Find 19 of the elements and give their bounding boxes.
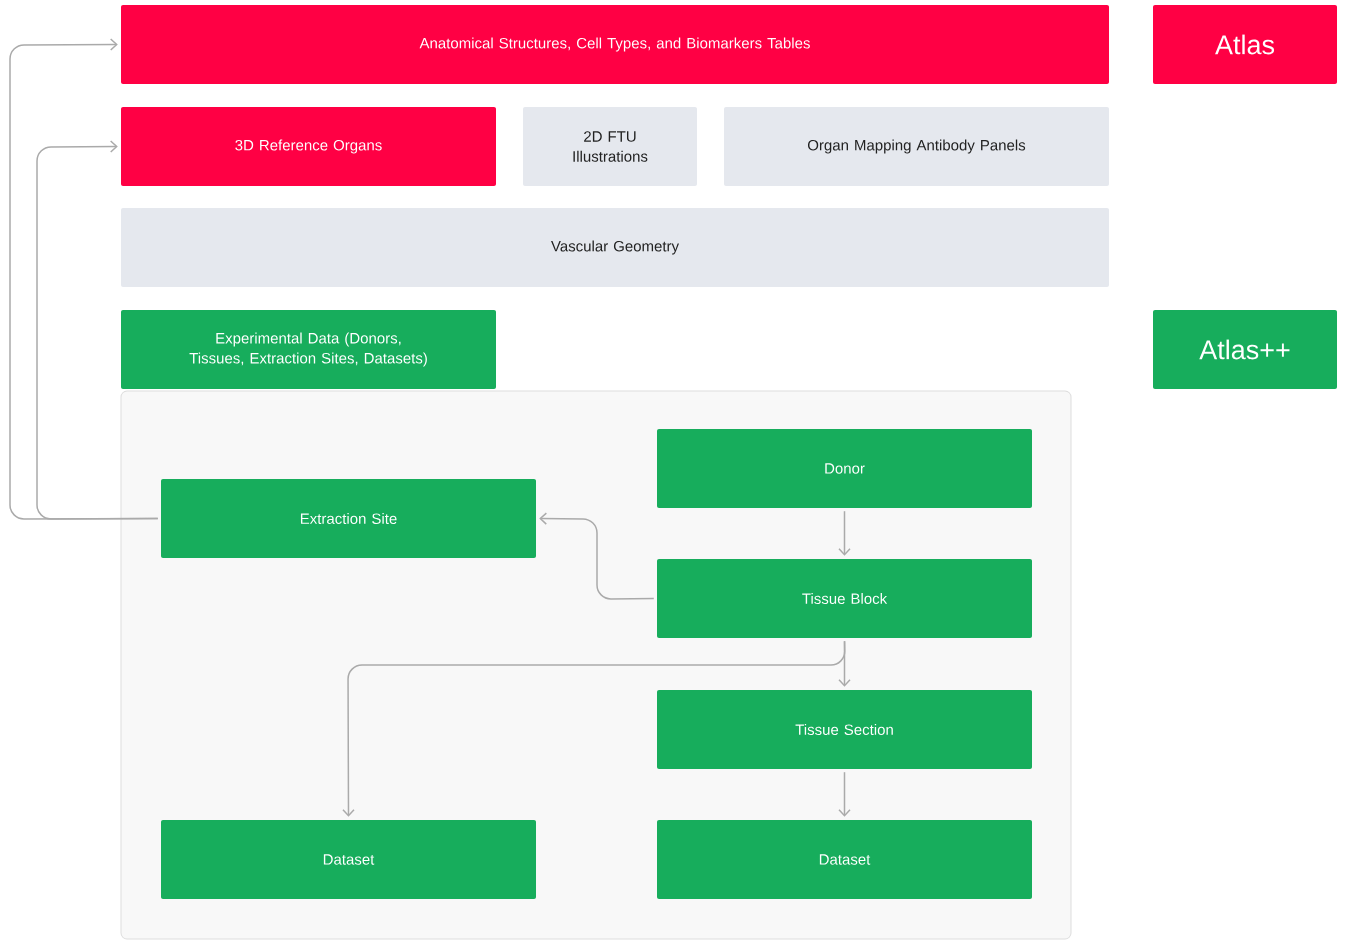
process-box: Dataset (657, 820, 1032, 899)
process-box: Dataset (161, 820, 536, 899)
process-box: Donor (657, 429, 1032, 508)
category-box: Vascular Geometry (121, 208, 1109, 287)
process-box: Tissue Section (657, 690, 1032, 769)
arrow (539, 512, 655, 600)
category-box: Experimental Data (Donors, Tissues, Extraction Sites, Datasets) (121, 310, 496, 389)
category-box: 2D FTU Illustrations (523, 107, 697, 186)
arrow (342, 640, 846, 817)
arrow (838, 771, 851, 817)
category-box: Atlas (1153, 5, 1337, 84)
category-box: Organ Mapping Antibody Panels (724, 107, 1109, 186)
category-box: Anatomical Structures, Cell Types, and Biomarkers Tables (121, 5, 1109, 84)
process-box: Tissue Block (657, 559, 1032, 638)
arrow (838, 510, 851, 556)
category-box: Atlas++ (1153, 310, 1337, 389)
arrow (36, 140, 159, 520)
category-box: 3D Reference Organs (121, 107, 496, 186)
process-box: Extraction Site (161, 479, 536, 558)
